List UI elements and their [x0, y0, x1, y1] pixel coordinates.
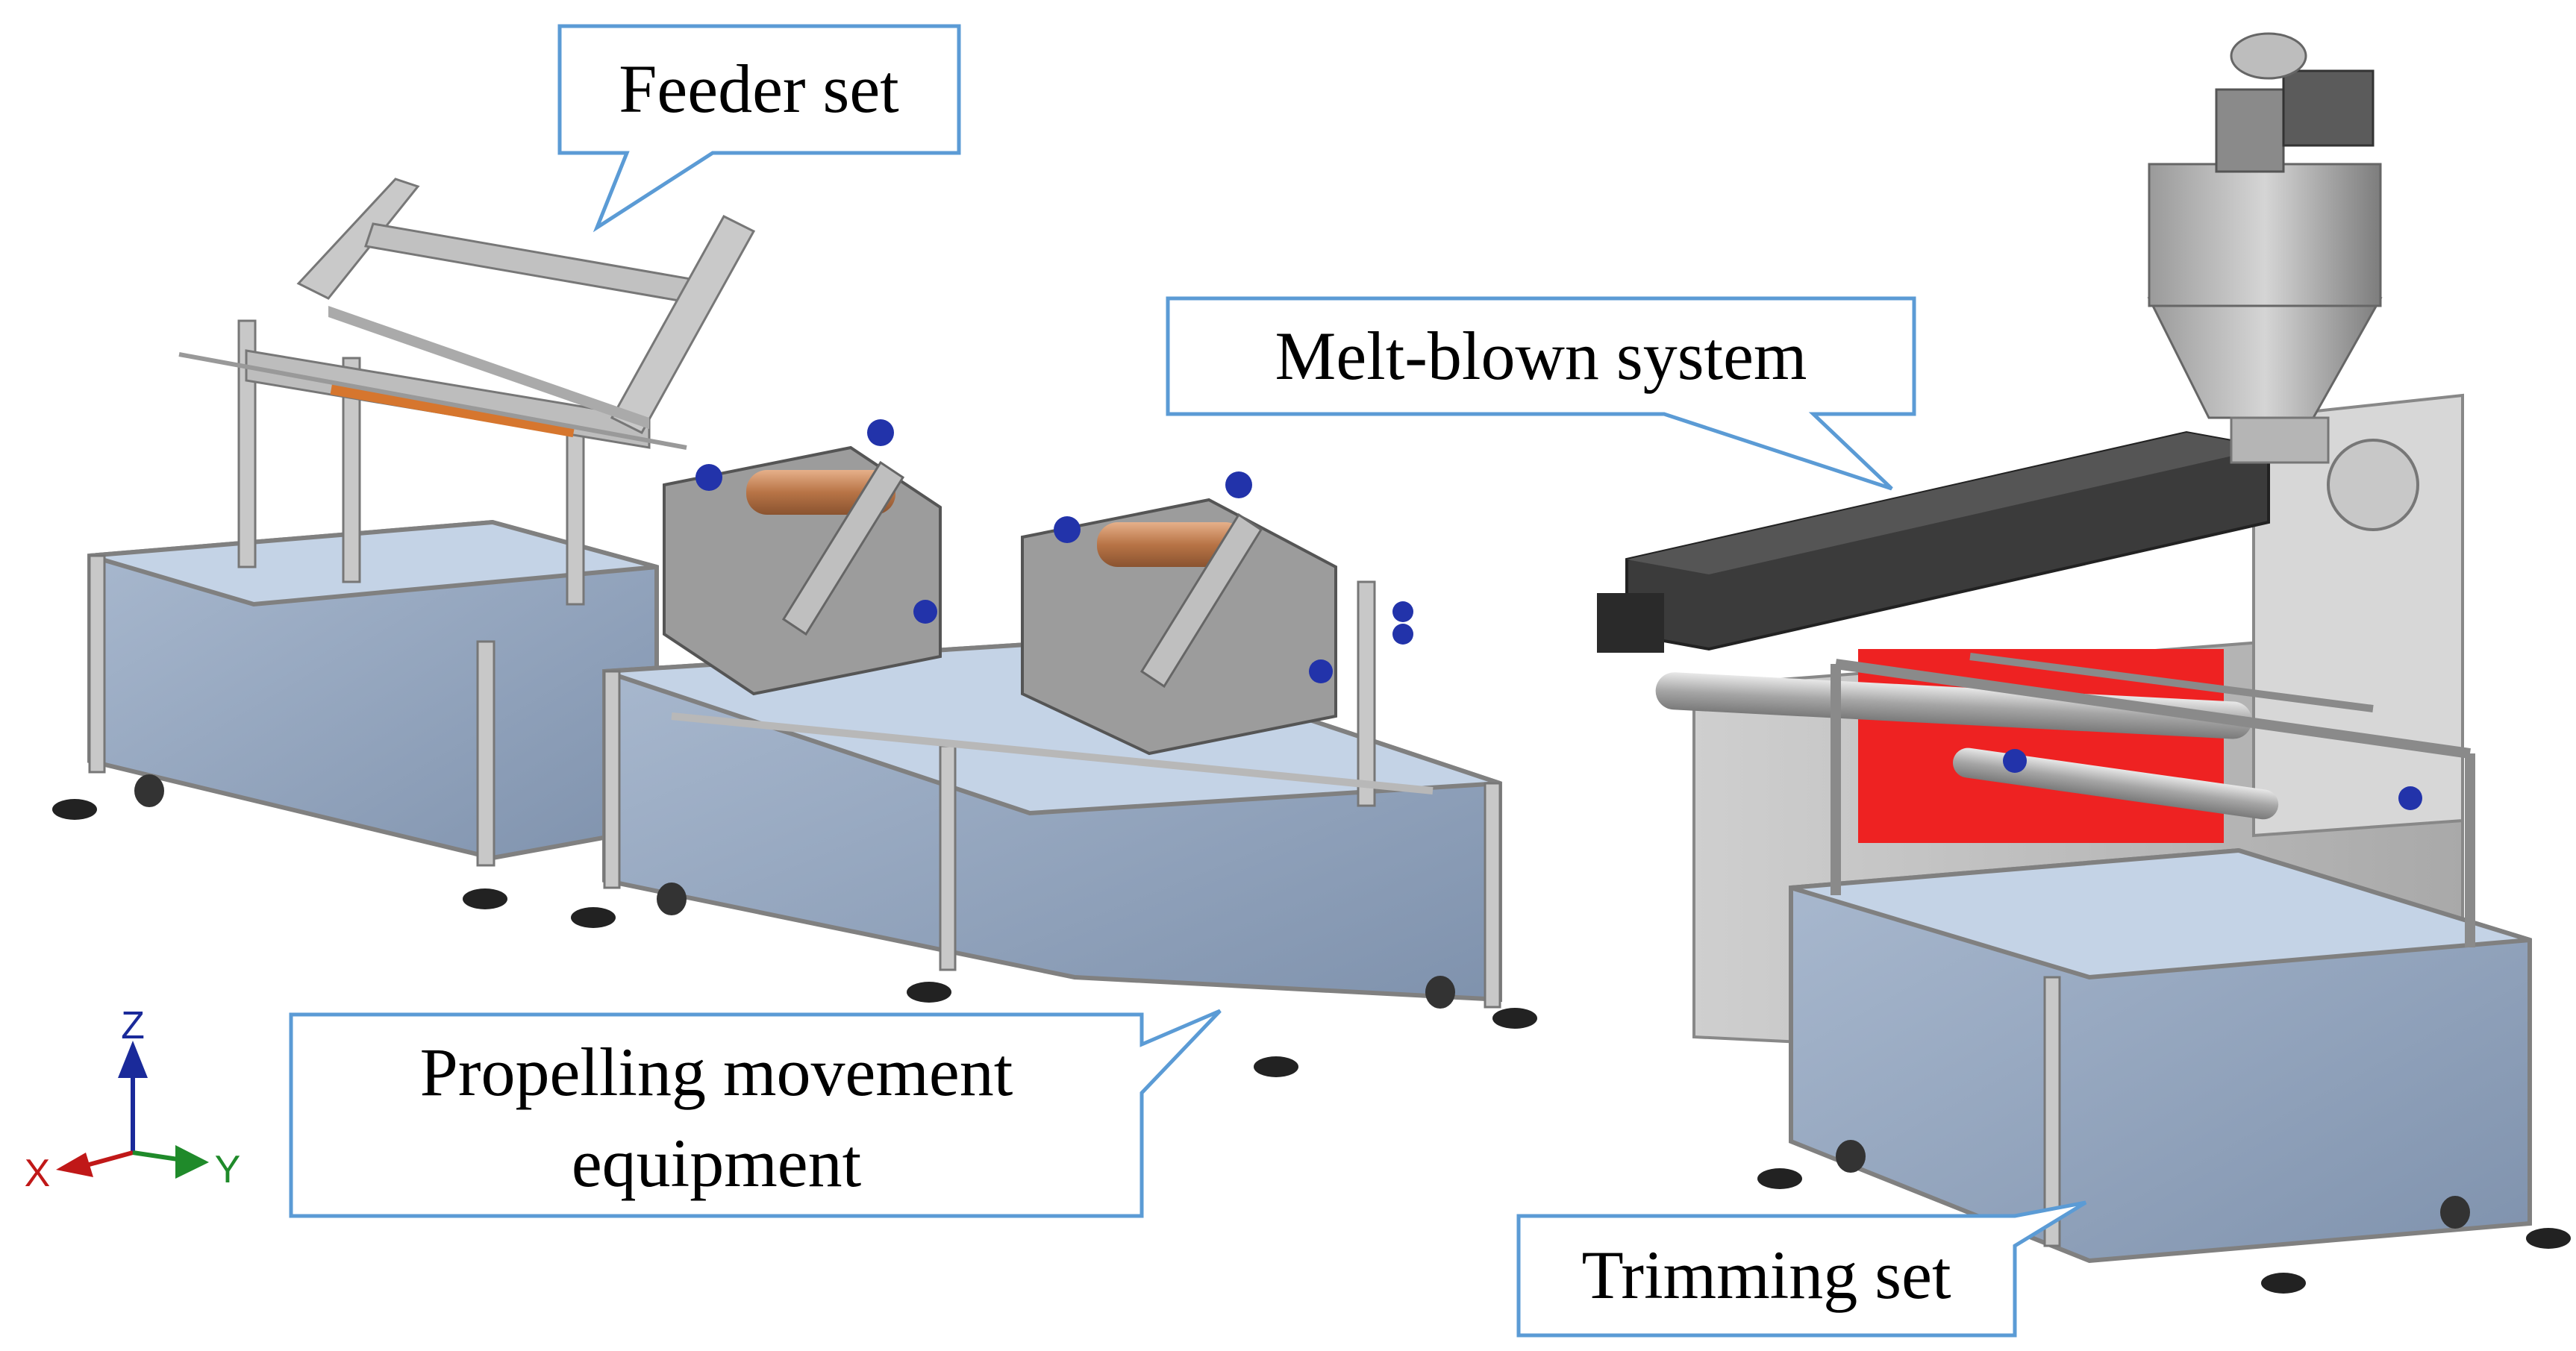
callout-trimming-set: Trimming set	[1516, 1200, 2087, 1338]
feeder-table	[52, 519, 659, 909]
callout-propelling-equipment: Propelling movement equipment	[289, 1009, 1222, 1218]
axis-triad: Z X Y	[25, 1004, 241, 1195]
y-axis-label: Y	[215, 1148, 241, 1191]
y-axis-arrow-icon	[175, 1145, 209, 1179]
side-posts	[671, 580, 1434, 807]
trimming-table	[1757, 653, 2571, 1294]
callout-trimming-label: Trimming set	[1581, 1237, 1951, 1313]
z-axis-arrow-icon	[118, 1041, 148, 1078]
x-axis-label: X	[25, 1152, 51, 1195]
callout-meltblown-label: Melt-blown system	[1275, 318, 1807, 394]
callout-feeder-set: Feeder set	[557, 24, 961, 233]
x-axis-arrow-icon	[56, 1153, 93, 1177]
callout-meltblown-system: Melt-blown system	[1166, 296, 1916, 491]
propelling-carriage-2	[1021, 471, 1337, 756]
z-axis-label: Z	[121, 1004, 145, 1047]
callout-propelling-label-line1: Propelling movement	[420, 1034, 1013, 1110]
callout-propelling-label-line2: equipment	[572, 1125, 862, 1201]
callout-feeder-label: Feeder set	[619, 51, 899, 127]
propelling-carriage-1	[663, 419, 942, 696]
feeder-frame	[178, 178, 756, 606]
